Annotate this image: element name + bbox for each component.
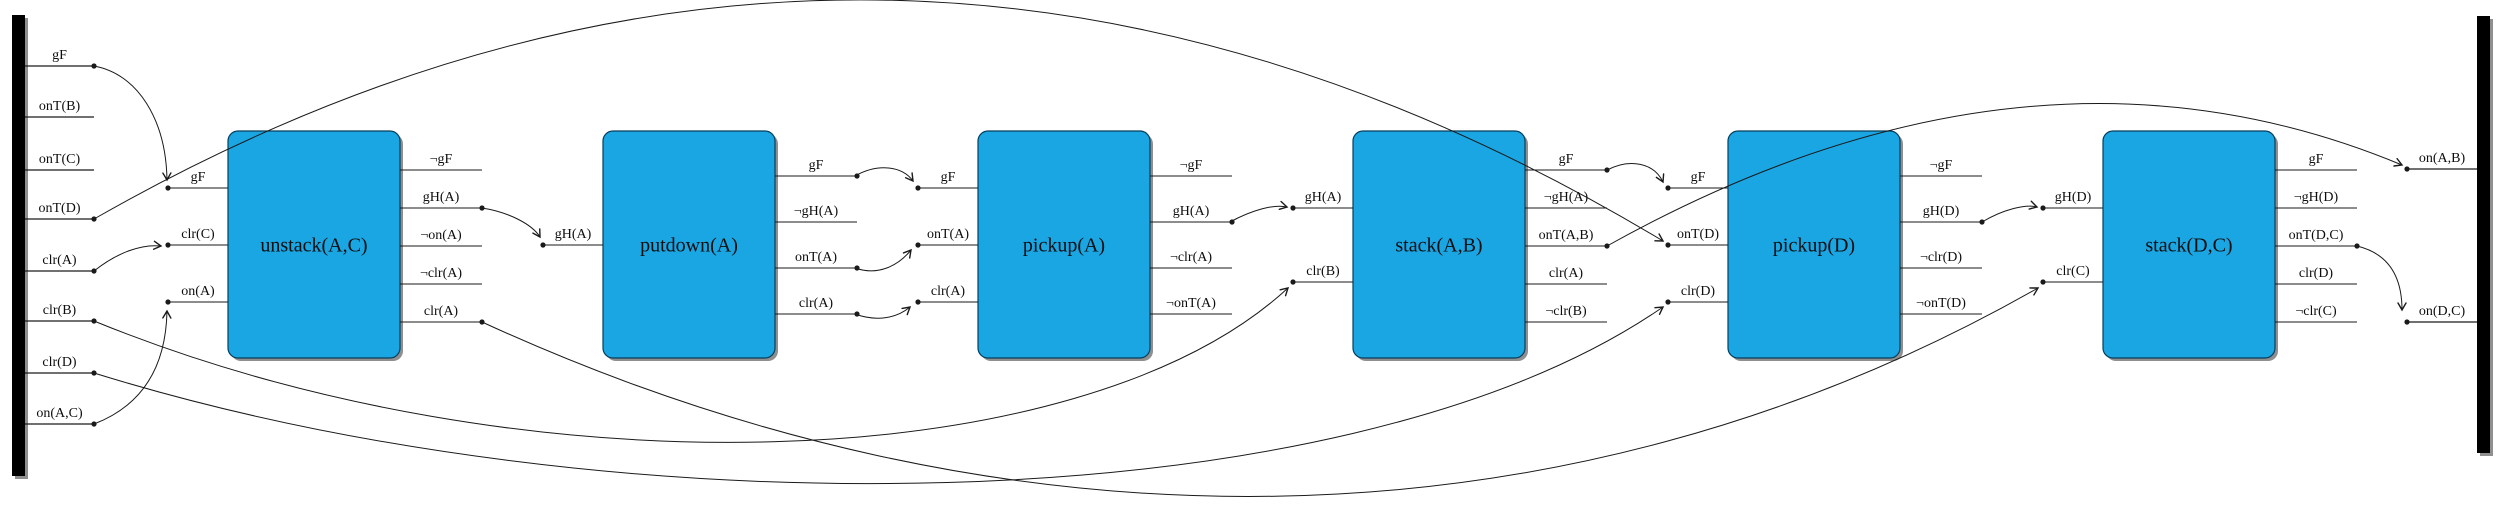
input-port-label-gh-a: gH(A) [1305, 190, 1342, 205]
output-port-label-gh-a: gH(A) [423, 190, 460, 205]
input-port-label-ont-d: onT(D) [1677, 227, 1719, 242]
goal-fact-label-on-d-c: on(D,C) [2419, 304, 2466, 319]
output-port-label-clr-a: clr(A) [424, 304, 459, 319]
goal-state-bar [2477, 16, 2490, 453]
edge-a1-out-clr-a-to-a2-in-clr-a [854, 306, 912, 319]
connector-dot [915, 242, 921, 248]
input-port-label-on-a: on(A) [181, 284, 215, 299]
initial-fact-label-ont-d: onT(D) [39, 201, 81, 216]
action-label-stack-a-b: stack(A,B) [1395, 235, 1482, 257]
connector-dot [2404, 319, 2410, 325]
goal-fact-label-on-a-b: on(A,B) [2419, 151, 2466, 166]
initial-state-bar [12, 15, 25, 476]
action-block-stack-d-c [2102, 130, 2276, 359]
output-port-label-gf: gF [809, 158, 824, 173]
input-port-label-clr-d: clr(D) [1681, 284, 1716, 299]
connector-dot [1665, 185, 1671, 191]
initial-fact-label-clr-a: clr(A) [42, 253, 77, 268]
action-label-putdown-a: putdown(A) [640, 235, 738, 257]
edge-a5-out-ont-d-c-to-goal-on-d-c [2356, 245, 2407, 312]
action-label-unstack-a-c: unstack(A,C) [260, 235, 367, 257]
connector-dot [2404, 166, 2410, 172]
input-port-label-gf: gF [1691, 170, 1706, 185]
connector-dot [165, 299, 171, 305]
initial-fact-label-clr-d: clr(D) [42, 355, 77, 370]
output-port-label-gf: ¬gF [1930, 158, 1953, 173]
connector-dot [2040, 205, 2046, 211]
connector-dot [165, 185, 171, 191]
action-label-stack-d-c: stack(D,C) [2145, 235, 2232, 257]
edge-a3-out-ont-a-b-to-goal-on-a-b [1606, 103, 2404, 247]
output-port-label-gf: gF [1559, 152, 1574, 167]
edge-init-clr-b-to-a3-in-clr-b [93, 287, 1290, 443]
input-port-label-gf: gF [941, 170, 956, 185]
action-label-pickup-a: pickup(A) [1023, 235, 1105, 257]
output-port-label-gh-a: ¬gH(A) [794, 204, 839, 219]
output-port-label-gf: ¬gF [430, 152, 453, 167]
input-port-label-ont-a: onT(A) [927, 227, 969, 242]
edge-init-clr-d-to-a4-in-clr-d [93, 306, 1665, 485]
output-port-label-clr-a: clr(A) [799, 296, 834, 311]
initial-fact-label-on-a-c: on(A,C) [36, 406, 83, 421]
initial-fact-label-ont-c: onT(C) [39, 152, 81, 167]
action-label-pickup-d: pickup(D) [1773, 235, 1855, 257]
connector-dot [1290, 205, 1296, 211]
input-port-label-gh-a: gH(A) [555, 227, 592, 242]
output-port-label-clr-a: ¬clr(A) [1170, 250, 1212, 265]
output-port-label-clr-c: ¬clr(C) [2295, 304, 2337, 319]
connector-dot [915, 299, 921, 305]
input-port-label-clr-a: clr(A) [931, 284, 966, 299]
output-port-label-gh-d: ¬gH(D) [2294, 190, 2339, 205]
output-port-label-ont-a-b: onT(A,B) [1539, 228, 1594, 243]
output-port-label-ont-a: onT(A) [795, 250, 837, 265]
edge-a0-out-clr-a-to-a5-in-clr-c [481, 287, 2040, 497]
edge-a2-out-gh-a-to-a3-in-gh-a [1229, 200, 1289, 223]
output-port-label-clr-d: ¬clr(D) [1920, 250, 1962, 265]
input-port-label-clr-c: clr(C) [2056, 264, 2090, 279]
edge-a4-out-gh-d-to-a5-in-gh-d [1981, 200, 2039, 223]
output-port-label-clr-d: clr(D) [2299, 266, 2334, 281]
initial-fact-label-gf: gF [52, 48, 67, 63]
connector-dot [1290, 279, 1296, 285]
initial-fact-label-clr-b: clr(B) [43, 303, 77, 318]
input-port-label-clr-b: clr(B) [1306, 264, 1340, 279]
output-port-label-clr-a: clr(A) [1549, 266, 1584, 281]
output-port-label-gh-a: gH(A) [1173, 204, 1210, 219]
output-port-label-ont-d: ¬onT(D) [1916, 296, 1966, 311]
edge-init-gf-to-a0-in-gf [93, 65, 172, 182]
edge-a0-out-gh-a-to-a1-in-gh-a [481, 207, 541, 239]
input-port-label-gf: gF [191, 170, 206, 185]
action-block-stack-a-b [1352, 130, 1526, 359]
edge-a1-out-ont-a-to-a2-in-ont-a [854, 248, 912, 272]
output-port-label-gh-d: gH(D) [1923, 204, 1960, 219]
output-port-label-ont-a: ¬onT(A) [1166, 296, 1216, 311]
output-port-label-clr-b: ¬clr(B) [1545, 304, 1587, 319]
edge-init-ont-d-to-a4-in-ont-d [93, 0, 1665, 242]
connector-dot [1665, 299, 1671, 305]
output-port-label-gf: ¬gF [1180, 158, 1203, 173]
connector-dot [1665, 242, 1671, 248]
edge-a3-out-gf-to-a4-in-gf [1606, 163, 1665, 184]
edge-init-on-a-c-to-a0-in-on-a [93, 309, 172, 425]
edge-a1-out-gf-to-a2-in-gf [854, 167, 914, 183]
connector-dot [2040, 279, 2046, 285]
output-port-label-clr-a: ¬clr(A) [420, 266, 462, 281]
output-port-label-gf: gF [2309, 152, 2324, 167]
initial-fact-label-ont-b: onT(B) [39, 99, 81, 114]
input-port-label-clr-c: clr(C) [181, 227, 215, 242]
connector-dot [540, 242, 546, 248]
output-port-label-on-a: ¬on(A) [420, 228, 462, 243]
edge-init-clr-a-to-a0-in-clr-c [93, 240, 163, 272]
output-port-label-ont-d-c: onT(D,C) [2289, 228, 2344, 243]
connector-dot [165, 242, 171, 248]
connector-dot [915, 185, 921, 191]
output-port-label-gh-a: ¬gH(A) [1544, 190, 1589, 205]
input-port-label-gh-d: gH(D) [2055, 190, 2092, 205]
